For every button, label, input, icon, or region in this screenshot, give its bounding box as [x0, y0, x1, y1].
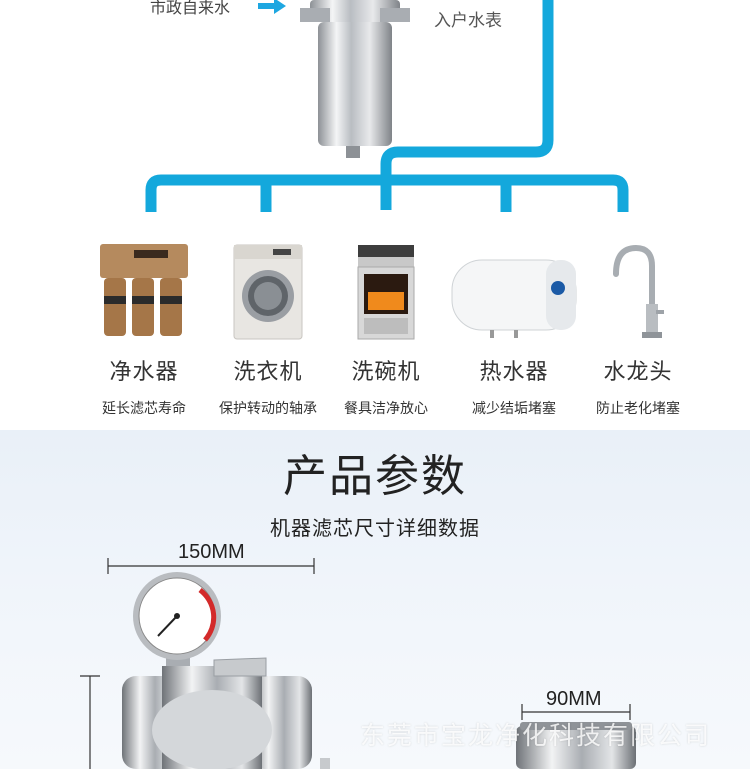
small-width-dimension-label: 90MM — [546, 688, 602, 710]
section-title: 产品参数 — [283, 451, 467, 502]
width-dimension-label: 150MM — [178, 541, 245, 563]
pipe-network — [145, 0, 629, 212]
appliance-desc: 减少结垢堵塞 — [472, 401, 556, 417]
arrow-right-icon — [258, 0, 286, 14]
source-label: 市政自来水 — [150, 0, 231, 17]
appliance-name: 净水器 — [109, 360, 179, 385]
filter-cartridge-icon — [516, 722, 636, 769]
filter-head-icon — [122, 657, 330, 769]
pressure-gauge-icon — [133, 572, 221, 666]
water-heater-icon — [451, 259, 577, 338]
appliance-name: 洗碗机 — [351, 360, 421, 385]
appliance-water-heater: 热水器 减少结垢堵塞 — [449, 222, 579, 418]
appliance-water-purifier: 净水器 延长滤芯寿命 — [79, 222, 209, 418]
appliance-name: 水龙头 — [603, 360, 673, 385]
distribution-section: 市政自来水 入户水表 — [79, 0, 703, 418]
appliance-name: 洗衣机 — [233, 360, 303, 385]
appliance-desc: 防止老化堵塞 — [596, 401, 680, 417]
dishwasher-icon — [357, 245, 415, 340]
appliance-washing-machine: 洗衣机 保护转动的轴承 — [203, 222, 333, 418]
washing-machine-icon — [233, 244, 303, 340]
appliance-desc: 保护转动的轴承 — [219, 401, 317, 417]
params-section — [0, 430, 750, 769]
appliance-dishwasher: 洗碗机 餐具洁净放心 — [321, 222, 451, 418]
meter-label: 入户水表 — [434, 11, 502, 31]
appliance-desc: 延长滤芯寿命 — [102, 401, 186, 417]
product-diagram — [80, 558, 636, 769]
appliance-name: 热水器 — [479, 360, 549, 385]
section-subtitle: 机器滤芯尺寸详细数据 — [270, 516, 480, 540]
appliance-faucet: 水龙头 防止老化堵塞 — [573, 222, 703, 418]
faucet-icon — [613, 244, 664, 338]
company-watermark: 东莞市宝龙净化科技有限公司 — [360, 721, 712, 750]
appliance-desc: 餐具洁净放心 — [344, 401, 428, 417]
water-purifier-icon — [100, 244, 188, 336]
prefilter-icon — [300, 0, 410, 158]
